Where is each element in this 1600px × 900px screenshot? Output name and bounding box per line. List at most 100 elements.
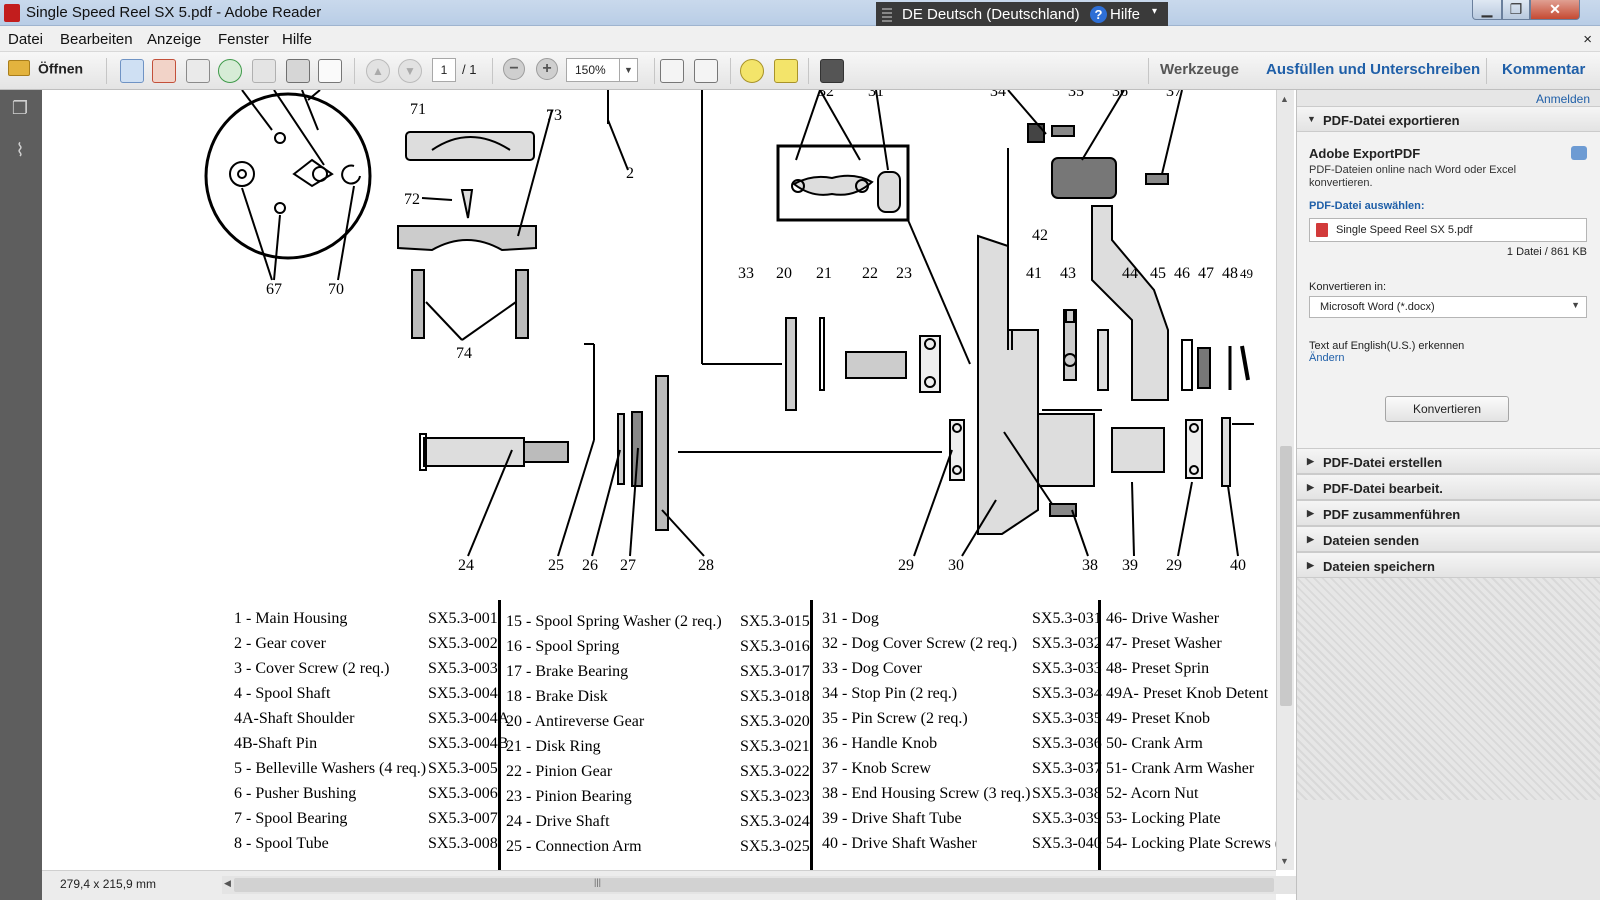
menu-datei[interactable]: Datei	[8, 31, 44, 48]
scroll-thumb[interactable]	[234, 878, 1274, 892]
part-name: 34 - Stop Pin (2 req.)	[822, 685, 958, 702]
part-name: 46- Drive Washer	[1106, 610, 1220, 627]
diagram-label: 49	[1240, 266, 1253, 281]
chevron-down-icon[interactable]: ▼	[1571, 300, 1580, 310]
scroll-up-icon[interactable]: ▲	[1280, 94, 1289, 104]
open-button[interactable]: Öffnen	[8, 59, 83, 83]
edit-icon[interactable]	[186, 59, 210, 83]
part-name: 49A- Preset Knob Detent	[1106, 685, 1269, 702]
document-view[interactable]: 71 72 73 74 2 67 70 32 31 34 35 36 37 33…	[42, 90, 1276, 870]
diagram-label: 45	[1150, 265, 1166, 282]
upload-icon[interactable]	[218, 59, 242, 83]
select-file-label: PDF-Datei auswählen:	[1309, 200, 1425, 212]
part-name: 1 - Main Housing	[234, 610, 348, 627]
help-icon[interactable]: ?	[1090, 6, 1107, 23]
maximize-button[interactable]: ❐	[1502, 0, 1530, 20]
language-help[interactable]: Hilfe	[1110, 6, 1141, 23]
zoom-select[interactable]: 150% ▼	[566, 58, 638, 82]
close-button[interactable]: ✕	[1530, 0, 1580, 20]
part-code: SX5.3-036	[1032, 735, 1102, 752]
save-icon[interactable]	[252, 59, 276, 83]
part-code: SX5.3-003	[428, 660, 498, 677]
fit-width-icon[interactable]	[660, 59, 684, 83]
part-name: 20 - Antireverse Gear	[506, 713, 645, 730]
fill-sign-link[interactable]: Ausfüllen und Unterschreiben	[1266, 61, 1481, 78]
section-send-files[interactable]: ▶ Dateien senden	[1297, 526, 1600, 552]
diagram-label: 27	[620, 557, 636, 574]
print-icon[interactable]	[286, 59, 310, 83]
part-code: SX5.3-038	[1032, 785, 1102, 802]
diagram-label: 70	[328, 281, 344, 298]
horizontal-scrollbar[interactable]: ◀ ||| ▶	[222, 876, 1316, 894]
attachment-icon[interactable]: ⌇	[15, 140, 25, 160]
section-edit-pdf[interactable]: ▶ PDF-Datei bearbeit.	[1297, 474, 1600, 500]
change-language-link[interactable]: Ändern	[1309, 352, 1345, 364]
section-store-files[interactable]: ▶ Dateien speichern	[1297, 552, 1600, 578]
menu-bar: Datei Bearbeiten Anzeige Fenster Hilfe ×	[0, 26, 1600, 52]
acrobat-icon	[4, 4, 20, 22]
part-code: SX5.3-006	[428, 785, 498, 802]
next-page-icon[interactable]: ▼	[398, 59, 422, 83]
language-indicator[interactable]: DE Deutsch (Deutschland)	[902, 6, 1080, 23]
export-pdf-body: Adobe ExportPDF PDF-Dateien online nach …	[1297, 132, 1600, 456]
minimize-button[interactable]: ▁	[1472, 0, 1502, 20]
part-name: 50- Crank Arm	[1106, 735, 1203, 752]
diagram-label: 28	[698, 557, 714, 574]
highlight-icon[interactable]	[774, 59, 798, 83]
section-combine-pdf[interactable]: ▶ PDF zusammenführen	[1297, 500, 1600, 526]
part-name: 16 - Spool Spring	[506, 638, 620, 655]
pages-icon[interactable]: ❐	[11, 98, 29, 118]
chevron-down-icon[interactable]: ▾	[1152, 6, 1158, 17]
menu-anzeige[interactable]: Anzeige	[147, 31, 202, 48]
chevron-down-icon[interactable]: ▼	[619, 59, 637, 81]
previous-page-icon[interactable]: ▲	[366, 59, 390, 83]
part-code: SX5.3-022	[740, 763, 810, 780]
fit-page-icon[interactable]	[694, 59, 718, 83]
convert-format-select[interactable]: Microsoft Word (*.docx) ▼	[1309, 296, 1587, 318]
part-name: 4A-Shaft Shoulder	[234, 710, 355, 727]
part-name: 54- Locking Plate Screws (2	[1106, 835, 1276, 852]
zoom-in-button[interactable]: +	[536, 58, 558, 80]
comment-link[interactable]: Kommentar	[1502, 61, 1586, 78]
pdf-file-icon	[1316, 223, 1328, 237]
export-cloud-icon	[1571, 146, 1587, 160]
part-name: 8 - Spool Tube	[234, 835, 329, 852]
menu-bearbeiten[interactable]: Bearbeiten	[60, 31, 133, 48]
selected-file-field[interactable]: Single Speed Reel SX 5.pdf	[1309, 218, 1587, 242]
convert-pdf-icon[interactable]	[152, 59, 176, 83]
page-number-input[interactable]: 1	[432, 58, 456, 82]
ocr-language-text: Text auf English(U.S.) erkennen	[1309, 340, 1465, 352]
part-code: SX5.3-005	[428, 760, 498, 777]
menu-hilfe[interactable]: Hilfe	[282, 31, 313, 48]
tools-panel: Anmelden ▼ PDF-Datei exportieren Adobe E…	[1296, 90, 1600, 900]
zoom-out-button[interactable]: −	[503, 58, 525, 80]
scroll-thumb[interactable]	[1280, 446, 1292, 706]
part-code: SX5.3-021	[740, 738, 810, 755]
toolbar-divider	[106, 58, 107, 84]
tools-link[interactable]: Werkzeuge	[1160, 61, 1239, 78]
convert-button[interactable]: Konvertieren	[1385, 396, 1509, 422]
section-export-pdf[interactable]: ▼ PDF-Datei exportieren	[1297, 106, 1600, 132]
comment-icon[interactable]	[740, 59, 764, 83]
diagram-label: 29	[1166, 557, 1182, 574]
part-name: 7 - Spool Bearing	[234, 810, 348, 827]
diagram-label: 71	[410, 101, 426, 118]
section-create-pdf[interactable]: ▶ PDF-Datei erstellen	[1297, 448, 1600, 474]
part-code: SX5.3-033	[1032, 660, 1102, 677]
vertical-scrollbar[interactable]: ▲ ▼	[1276, 90, 1294, 870]
part-name: 48- Preset Sprin	[1106, 660, 1210, 677]
menu-fenster[interactable]: Fenster	[218, 31, 269, 48]
email-icon[interactable]	[318, 59, 342, 83]
part-code: SX5.3-020	[740, 713, 810, 730]
grip-icon[interactable]	[882, 8, 892, 22]
language-bar[interactable]: DE Deutsch (Deutschland) ? Hilfe ▾	[876, 2, 1168, 28]
close-document-icon[interactable]: ×	[1583, 31, 1592, 48]
create-pdf-icon[interactable]	[120, 59, 144, 83]
sign-in-link[interactable]: Anmelden	[1535, 92, 1590, 106]
diagram-label: 33	[738, 265, 754, 282]
grip-icon[interactable]: |||	[594, 877, 602, 887]
scroll-down-icon[interactable]: ▼	[1280, 856, 1289, 866]
fullscreen-icon[interactable]	[820, 59, 844, 83]
panel-background	[1297, 578, 1600, 800]
scroll-left-icon[interactable]: ◀	[224, 878, 231, 888]
